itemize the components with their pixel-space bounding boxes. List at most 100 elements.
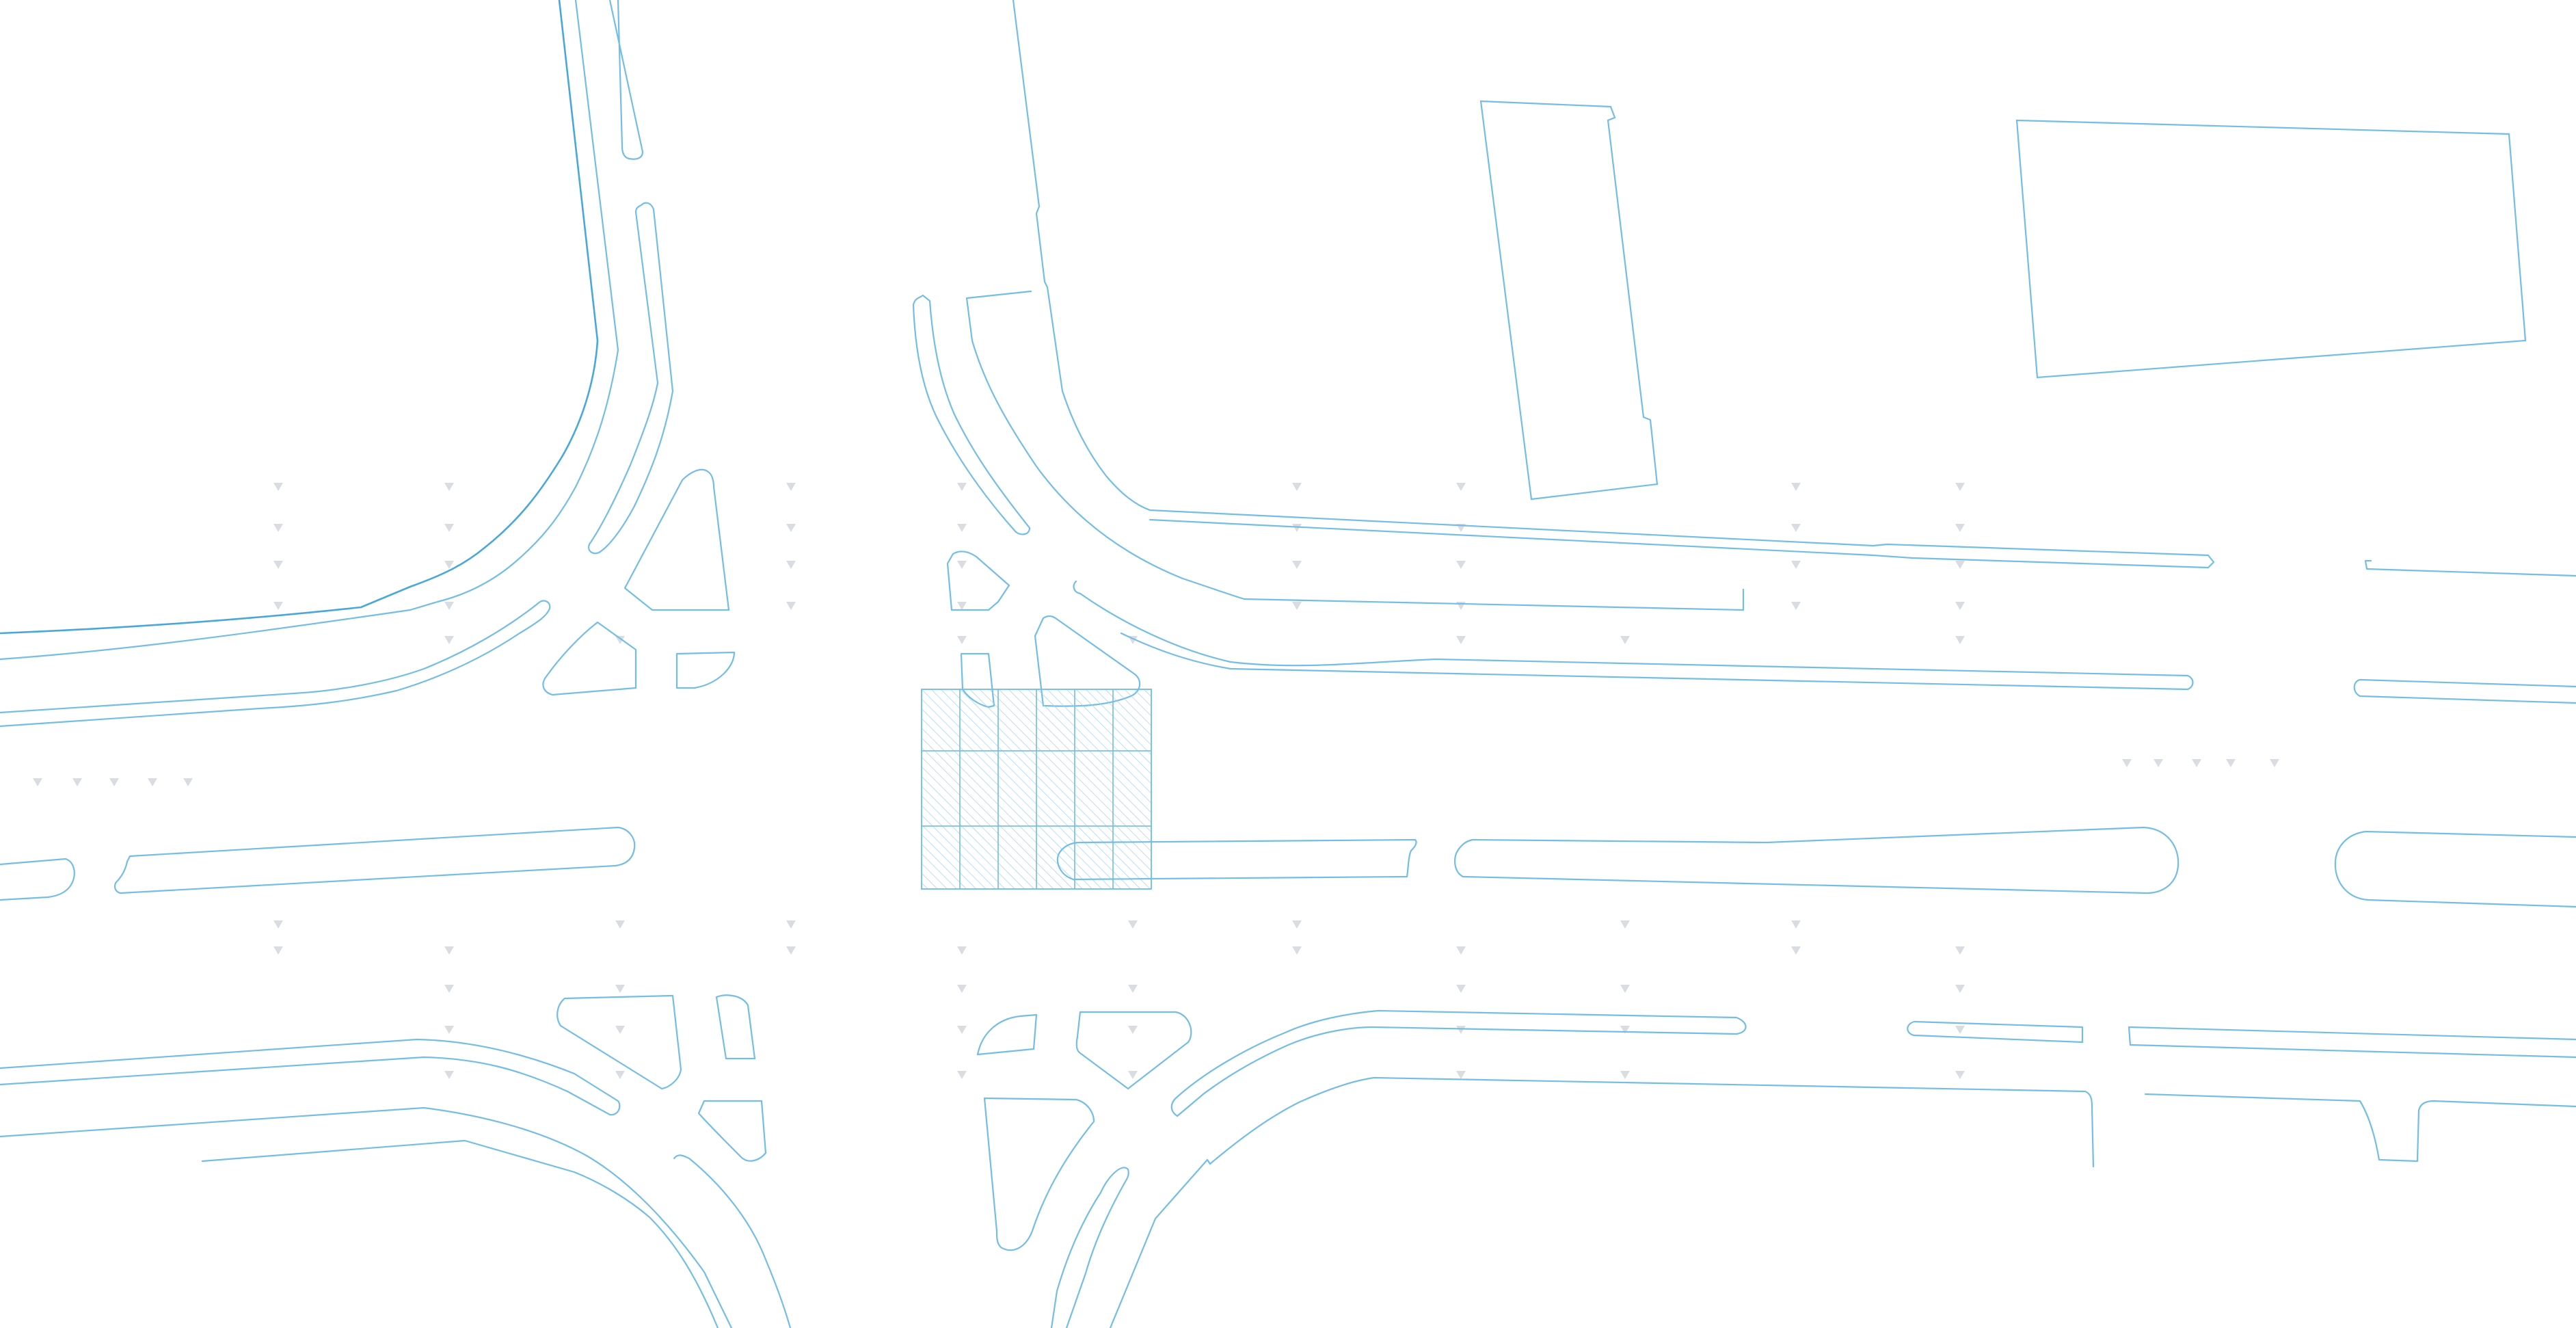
e-median-main[interactable]: [1454, 826, 2179, 894]
se-bottom-east[interactable]: [2144, 1093, 2576, 1163]
survey-marker: [1955, 561, 1965, 569]
s-inner-curb[interactable]: [673, 1154, 792, 1328]
survey-marker: [1791, 602, 1801, 610]
sw-outer-lane[interactable]: [0, 1106, 733, 1328]
w-small-island-a[interactable]: [542, 621, 637, 696]
crossing-grid-cell: [959, 750, 999, 827]
survey-marker: [1128, 1071, 1138, 1079]
survey-marker: [786, 561, 796, 569]
survey-marker: [1128, 985, 1138, 993]
roads-northeast: [912, 0, 2576, 708]
survey-marker: [444, 1026, 454, 1034]
w-small-island-b[interactable]: [675, 651, 736, 689]
building-left[interactable]: [1479, 100, 1659, 501]
ne-inner-ramp[interactable]: [912, 294, 1031, 535]
survey-marker: [2192, 759, 2201, 767]
survey-marker: [1292, 602, 1302, 610]
survey-marker: [183, 778, 193, 786]
e-median-top[interactable]: [2353, 678, 2576, 704]
w-median-main[interactable]: [113, 826, 636, 894]
survey-marker: [1955, 524, 1965, 532]
se-lane-east[interactable]: [2128, 1026, 2576, 1059]
survey-marker: [1620, 636, 1630, 644]
ne-inner-curb[interactable]: [965, 290, 1745, 611]
survey-marker: [273, 602, 283, 610]
survey-marker: [957, 1026, 967, 1034]
medians-middle: [0, 826, 2576, 908]
survey-marker: [1456, 985, 1466, 993]
survey-marker: [1292, 483, 1302, 491]
s-island-c[interactable]: [983, 1097, 1095, 1251]
s-island-b[interactable]: [1075, 1011, 1192, 1090]
nw-triangle-island[interactable]: [623, 468, 730, 611]
survey-marker: [2154, 759, 2163, 767]
survey-marker: [1955, 985, 1965, 993]
crossing-grid-cell: [1036, 750, 1075, 827]
sw-island-b[interactable]: [715, 994, 756, 1060]
se-curve-outer[interactable]: [1109, 1076, 2095, 1328]
survey-marker: [1620, 1026, 1630, 1034]
survey-marker: [957, 946, 967, 955]
survey-marker: [1955, 946, 1965, 955]
crossing-grid-cell: [997, 825, 1037, 890]
ne-curb-outer[interactable]: [1012, 0, 2215, 569]
se-island-small[interactable]: [1907, 1020, 2084, 1044]
n-center-island[interactable]: [946, 550, 1010, 611]
survey-marker: [957, 636, 967, 644]
survey-marker: [1292, 561, 1302, 569]
survey-marker: [444, 1071, 454, 1079]
survey-marker: [957, 524, 967, 532]
survey-marker: [786, 602, 796, 610]
survey-marker: [957, 483, 967, 491]
crossing-grid-cell: [921, 825, 961, 890]
survey-marker: [444, 483, 454, 491]
survey-marker: [1791, 920, 1801, 929]
sw-lane-2[interactable]: [201, 1139, 719, 1328]
survey-marker: [1955, 483, 1965, 491]
crossing-grid-cell: [921, 689, 961, 752]
survey-marker: [1456, 1026, 1466, 1034]
survey-marker: [1955, 636, 1965, 644]
survey-marker: [1620, 985, 1630, 993]
survey-marker: [1620, 1071, 1630, 1079]
se-curve-inner[interactable]: [1050, 1167, 1129, 1328]
crossing-grid-cell: [1036, 689, 1075, 752]
crossing-grid-cell: [997, 750, 1037, 827]
survey-marker: [444, 524, 454, 532]
sw-island-c[interactable]: [697, 1100, 767, 1162]
survey-marker: [957, 602, 967, 610]
survey-marker: [72, 778, 82, 786]
sw-island-a[interactable]: [556, 994, 682, 1090]
survey-marker: [1791, 483, 1801, 491]
survey-marker: [786, 920, 796, 929]
se-curb-upper[interactable]: [1170, 1009, 1747, 1117]
w-curve-separator[interactable]: [0, 600, 551, 728]
e-top-curb[interactable]: [2364, 559, 2576, 577]
nw-second-curb[interactable]: [0, 0, 619, 661]
building-right[interactable]: [2015, 119, 2527, 379]
n-median-long[interactable]: [588, 202, 674, 555]
hatched-crossing-grid[interactable]: [921, 689, 1152, 890]
crossing-grid-cell: [1074, 750, 1114, 827]
survey-marker: [1456, 946, 1466, 955]
survey-marker: [615, 920, 625, 929]
survey-marker: [2226, 759, 2236, 767]
survey-marker: [786, 483, 796, 491]
survey-marker: [1456, 636, 1466, 644]
survey-marker: [1128, 1026, 1138, 1034]
w-median-far[interactable]: [0, 858, 75, 901]
sw-outer-curb[interactable]: [0, 1038, 621, 1116]
survey-marker: [1955, 602, 1965, 610]
n-median-top[interactable]: [608, 0, 644, 160]
survey-marker: [1791, 524, 1801, 532]
survey-marker: [1791, 561, 1801, 569]
crossing-grid-cell: [921, 750, 961, 827]
s-island-a[interactable]: [976, 1013, 1038, 1056]
ne-lower-curb[interactable]: [1073, 580, 2194, 691]
survey-marker: [1456, 1071, 1466, 1079]
e-median-far[interactable]: [2334, 830, 2576, 908]
crossing-grid-cell: [1036, 825, 1075, 890]
nw-outer-curb[interactable]: [0, 0, 599, 635]
c-median[interactable]: [1056, 838, 1417, 881]
